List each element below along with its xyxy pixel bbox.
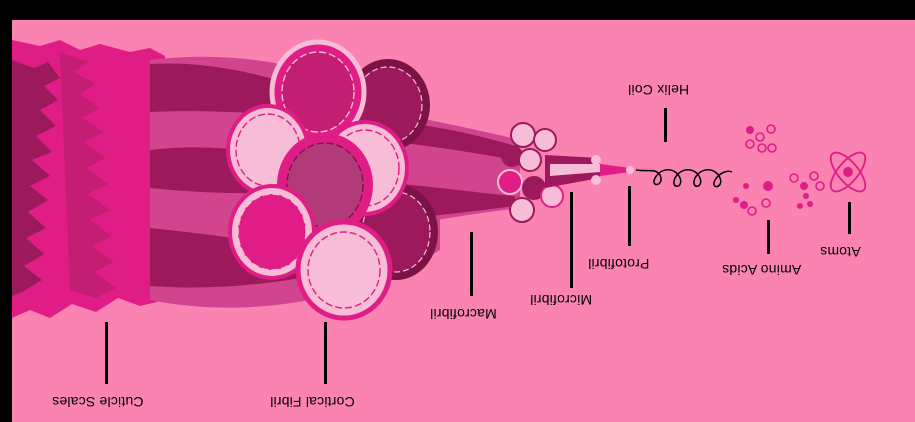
macrofibril-label: Macrofibril [430, 306, 497, 322]
cuticle-scales-leader [105, 322, 108, 384]
amino-acids-label: Amino Acids [722, 262, 801, 278]
atoms-leader [848, 202, 851, 234]
atom-shape [825, 147, 871, 197]
protofibril-label: Protofibril [588, 256, 649, 272]
cuticle-scales-label: Cuticle Scales [52, 394, 144, 410]
microfibril-leader [570, 192, 573, 288]
helix-coil-shape [636, 170, 732, 187]
helix-coil-leader [664, 108, 667, 142]
atoms-label: Atoms [820, 244, 861, 260]
cortical-fibril-label: Cortical Fibril [270, 394, 355, 410]
macrofibril-leader [470, 232, 473, 296]
cuticle-scales-shape [12, 40, 172, 318]
protofibril-leader [628, 186, 631, 246]
cortical-fibril-leader [324, 322, 327, 384]
microfibril-label: Microfibril [530, 292, 592, 308]
helix-coil-label: Helix Coil [628, 82, 689, 98]
amino-acids-leader [767, 220, 770, 254]
amino-acids-shape [733, 125, 824, 215]
